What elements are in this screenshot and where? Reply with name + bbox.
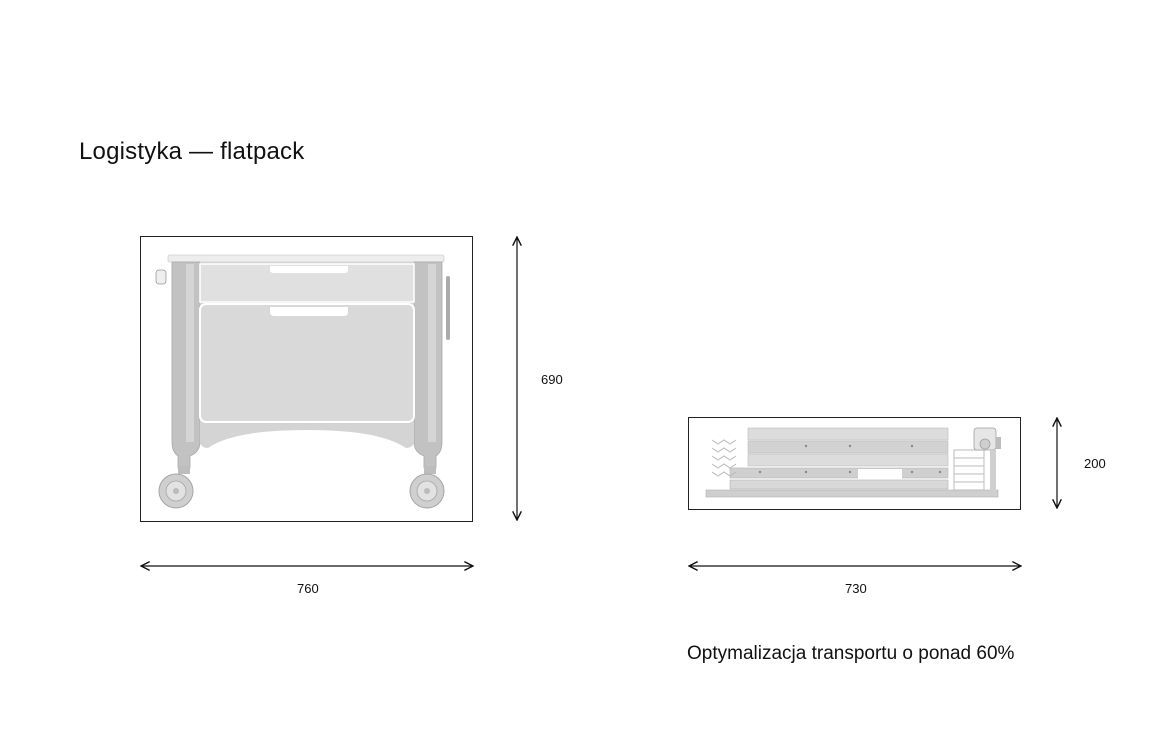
assembled-width-label: 760 (297, 581, 319, 596)
flatpack-drawing (688, 417, 1021, 510)
flatpack-panel-5 (729, 479, 949, 490)
cart-worktop (167, 254, 445, 263)
flatpack-height-label: 200 (1084, 456, 1106, 471)
flatpack-rail (990, 450, 996, 494)
left-caster-icon (158, 466, 194, 509)
transport-caption: Optymalizacja transportu o ponad 60% (687, 643, 1015, 664)
flatpack-width-label: 730 (845, 581, 867, 596)
flatpack-panel-1 (747, 427, 949, 441)
flatpack-panel-2 (747, 440, 949, 454)
flatpack-panel-3 (747, 453, 949, 467)
cart-right-leg-highlight (428, 264, 436, 442)
flatpack-base-plate (705, 489, 999, 498)
flatpack-springs-icon (711, 439, 737, 477)
side-hook-icon (446, 276, 450, 340)
flatpack-cutout (858, 469, 902, 479)
assembled-bounding-box (140, 236, 473, 522)
bottom-drawer-handle (270, 307, 348, 316)
flatpack-caster-icon (973, 427, 1001, 451)
side-knob-icon (155, 269, 167, 285)
flatpack-bounding-box (688, 417, 1021, 510)
cart-left-leg-highlight (186, 264, 194, 442)
top-drawer-handle (270, 266, 348, 273)
page-title: Logistyka — flatpack (79, 138, 305, 165)
flatpack-screw-marks (758, 444, 942, 474)
cart-bottom-drawer (199, 303, 415, 423)
assembled-height-label: 690 (541, 372, 563, 387)
right-caster-icon (409, 466, 445, 509)
flatpack-rack-icon (953, 449, 985, 491)
assembled-cart-drawing (140, 236, 473, 522)
flatpack-panel-4 (729, 467, 949, 479)
